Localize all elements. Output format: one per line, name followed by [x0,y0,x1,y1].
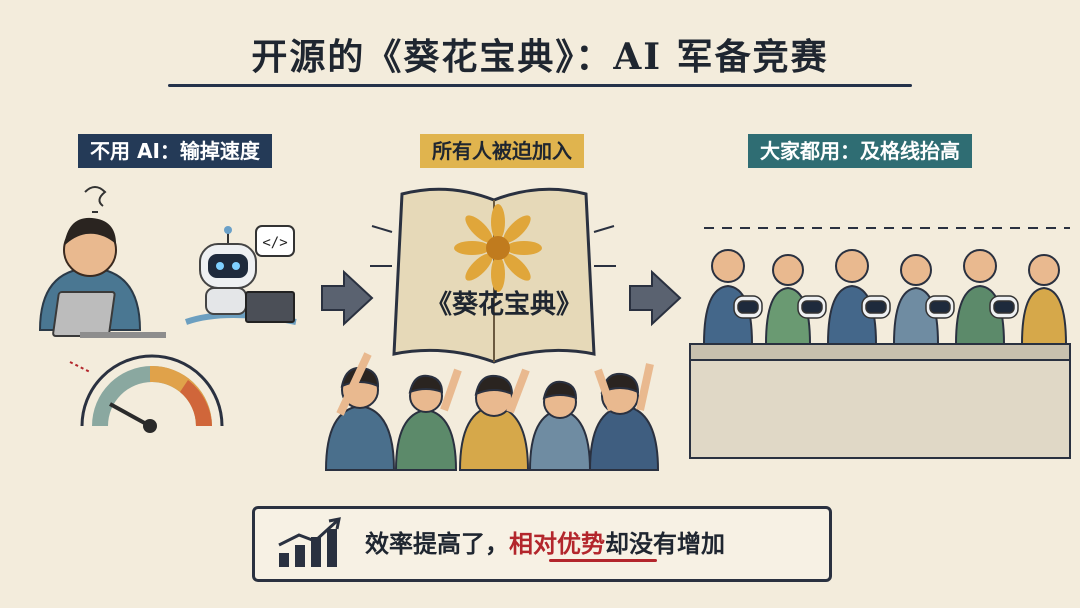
gauge-icon [69,354,224,433]
crowd-reaching [324,352,660,471]
desk [689,343,1071,459]
robot-typing: </> [185,225,297,325]
growth-chart-icon [278,517,341,567]
page-title: 开源的《葵花宝典》：AI 军备竞赛 [251,36,829,78]
conclusion-part2: 却没有增加 [605,530,725,558]
label-no-ai: 不用 AI：输掉速度 [78,134,272,168]
conclusion-callout: 效率提高了，相对优势却没有增加 [252,506,832,582]
worried-programmer [38,186,166,338]
conclusion-part1: 效率提高了， [365,530,509,558]
arrow-right-icon [629,269,682,327]
label-everyone-uses: 大家都用：及格线抬高 [748,134,972,168]
highlight-underline [549,559,657,562]
book-title: 《葵花宝典》 [425,290,582,320]
label-forced-join: 所有人被迫加入 [420,134,584,168]
book-illustration [370,187,616,364]
question-squiggle-icon [84,186,107,213]
title-underline [168,84,912,87]
conclusion-text: 效率提高了，相对优势却没有增加 [365,509,725,579]
conclusion-highlight: 相对优势 [509,530,605,558]
arrow-right-icon [321,269,374,327]
robots-row [733,295,1019,319]
desk-top [689,343,1071,361]
code-bubble-text: </> [262,235,287,251]
sun-flower-icon [454,204,542,292]
